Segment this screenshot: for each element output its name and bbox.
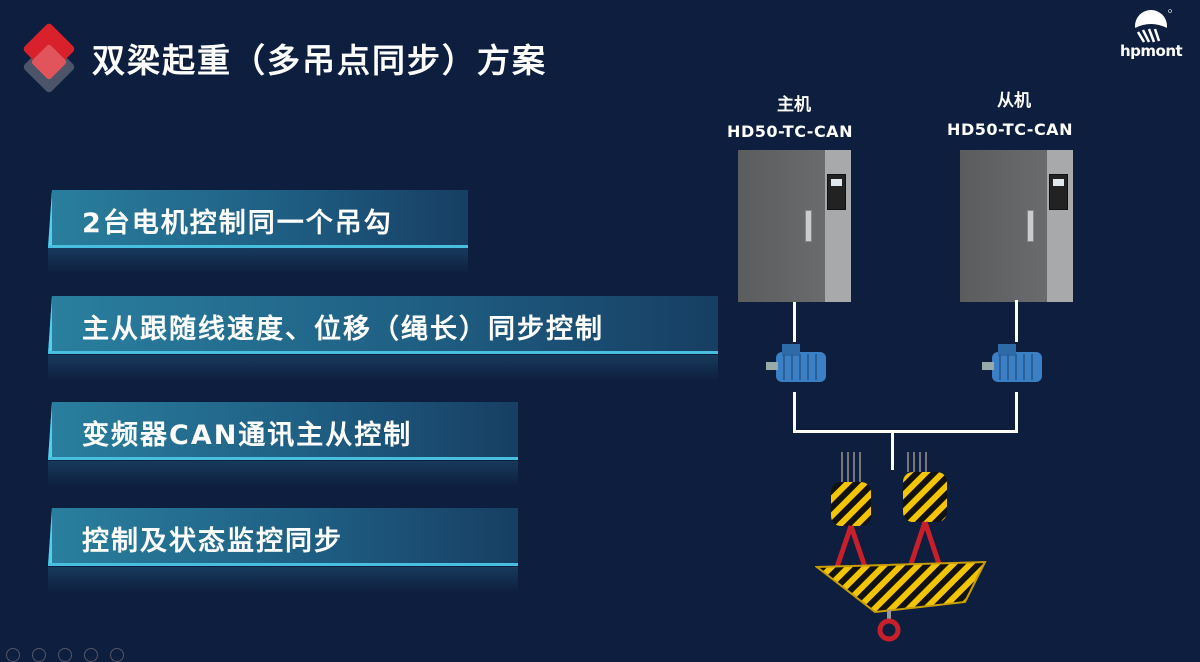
slave-label: 从机 <box>997 91 1031 111</box>
bullet-banner: 变频器CAN通讯主从控制 <box>48 402 518 460</box>
slave-motor-icon <box>982 344 1042 382</box>
page-title: 双梁起重（多吊点同步）方案 <box>92 41 547 80</box>
hpmont-logo: hpmont <box>1118 6 1188 62</box>
master-inverter-cabinet <box>738 150 851 302</box>
bullet-text: 2台电机控制同一个吊勾 <box>82 208 393 239</box>
bullet-banner: 控制及状态监控同步 <box>48 508 518 566</box>
master-motor-icon <box>766 344 826 382</box>
hpmont-globe-icon <box>1135 9 1172 46</box>
master-model: HD50-TC-CAN <box>727 122 853 141</box>
bullet-banner: 2台电机控制同一个吊勾 <box>48 190 468 248</box>
slave-model: HD50-TC-CAN <box>947 120 1073 139</box>
bullet-text: 主从跟随线速度、位移（绳长）同步控制 <box>82 314 604 345</box>
crane-hook-icon <box>815 452 987 642</box>
bullet-text: 变频器CAN通讯主从控制 <box>82 420 413 451</box>
bullet-text: 控制及状态监控同步 <box>82 526 343 557</box>
slide-nav-icons[interactable] <box>6 648 124 662</box>
slave-inverter-cabinet <box>960 150 1073 302</box>
master-label: 主机 <box>777 95 811 115</box>
bullet-banner: 主从跟随线速度、位移（绳长）同步控制 <box>48 296 718 354</box>
slide-logo-icon <box>22 22 78 98</box>
logo-text: hpmont <box>1120 42 1183 60</box>
